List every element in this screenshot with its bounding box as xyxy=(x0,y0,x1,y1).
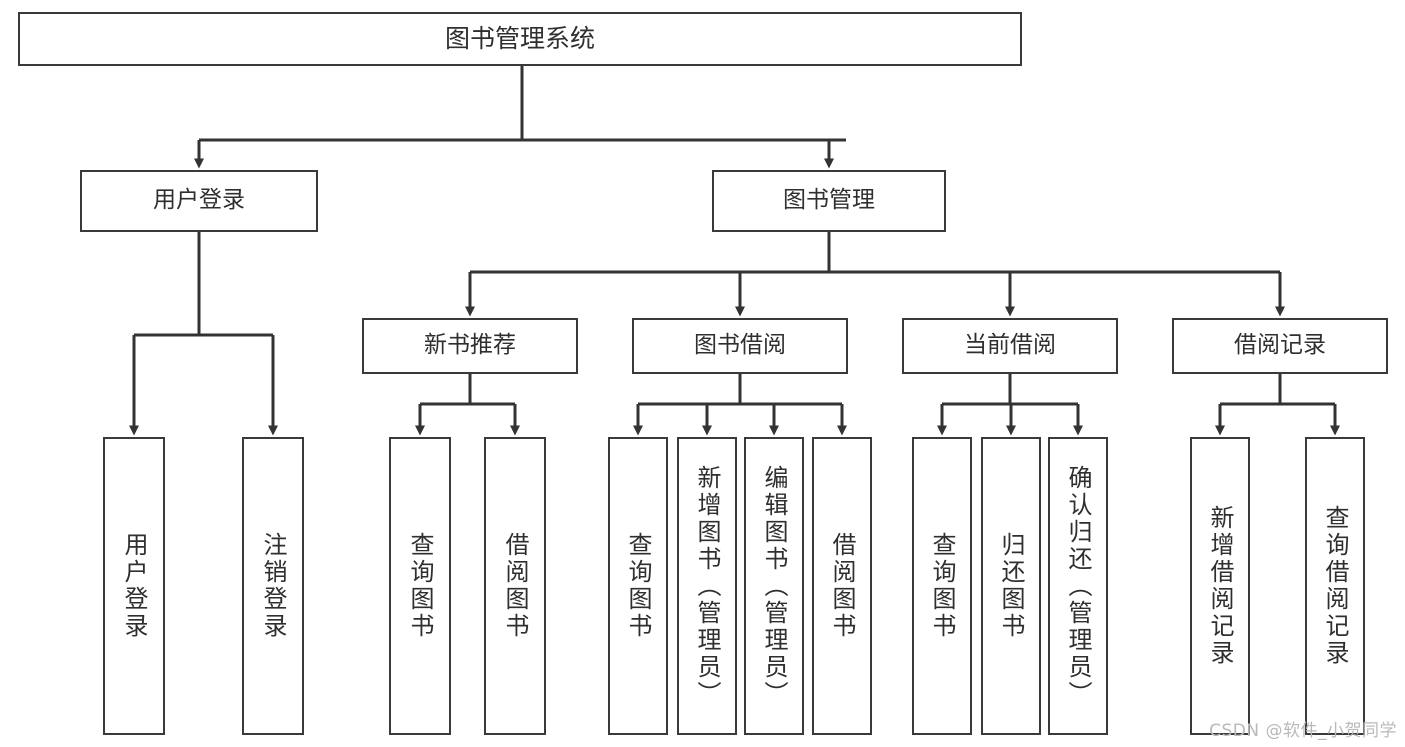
node-current-borrow-label: 当前借阅 xyxy=(964,332,1056,359)
node-user-login[interactable]: 用户登录 xyxy=(80,170,318,232)
node-leaf-user-login-label: 用户登录 xyxy=(120,532,148,640)
node-leaf-query-borrow-record[interactable]: 查询借阅记录 xyxy=(1305,437,1365,735)
node-borrow-record-label: 借阅记录 xyxy=(1234,332,1326,359)
node-book-manage[interactable]: 图书管理 xyxy=(712,170,946,232)
edge-current-borrow-to-leaves xyxy=(937,374,1083,436)
node-leaf-borrow-book-2[interactable]: 借阅图书 xyxy=(812,437,872,735)
node-current-borrow[interactable]: 当前借阅 xyxy=(902,318,1118,374)
node-leaf-user-login[interactable]: 用户登录 xyxy=(103,437,165,735)
node-book-borrow[interactable]: 图书借阅 xyxy=(632,318,848,374)
edge-new-book-recommend-to-leaves xyxy=(415,374,520,436)
edge-root-to-level2 xyxy=(194,66,846,169)
edge-user-login-to-leaves xyxy=(129,232,278,436)
node-leaf-edit-book-admin[interactable]: 编辑图书（管理员） xyxy=(744,437,804,735)
node-user-login-label: 用户登录 xyxy=(153,187,245,214)
node-leaf-add-book-admin-label: 新增图书（管理员） xyxy=(693,464,721,708)
node-leaf-confirm-return-admin[interactable]: 确认归还（管理员） xyxy=(1048,437,1108,735)
node-leaf-return-book[interactable]: 归还图书 xyxy=(981,437,1041,735)
node-leaf-logout[interactable]: 注销登录 xyxy=(242,437,304,735)
node-new-book-recommend[interactable]: 新书推荐 xyxy=(362,318,578,374)
node-root[interactable]: 图书管理系统 xyxy=(18,12,1022,66)
node-leaf-query-book-1-label: 查询图书 xyxy=(406,532,434,640)
node-leaf-add-borrow-record[interactable]: 新增借阅记录 xyxy=(1190,437,1250,735)
edge-borrow-record-to-leaves xyxy=(1215,374,1340,436)
watermark: CSDN @软件_小贺同学 xyxy=(1209,721,1397,741)
node-leaf-confirm-return-admin-label: 确认归还（管理员） xyxy=(1064,464,1092,708)
node-leaf-query-book-3[interactable]: 查询图书 xyxy=(912,437,972,735)
node-leaf-logout-label: 注销登录 xyxy=(259,532,287,640)
edge-book-borrow-to-leaves xyxy=(633,374,847,436)
node-leaf-query-book-3-label: 查询图书 xyxy=(928,532,956,640)
node-book-borrow-label: 图书借阅 xyxy=(694,332,786,359)
node-root-label: 图书管理系统 xyxy=(444,24,595,54)
node-leaf-query-book-2-label: 查询图书 xyxy=(624,532,652,640)
node-leaf-query-book-2[interactable]: 查询图书 xyxy=(608,437,668,735)
node-book-manage-label: 图书管理 xyxy=(783,187,875,214)
node-leaf-edit-book-admin-label: 编辑图书（管理员） xyxy=(760,464,788,708)
node-leaf-query-book-1[interactable]: 查询图书 xyxy=(389,437,451,735)
node-leaf-borrow-book-2-label: 借阅图书 xyxy=(828,532,856,640)
node-leaf-query-borrow-record-label: 查询借阅记录 xyxy=(1321,505,1349,667)
node-leaf-return-book-label: 归还图书 xyxy=(997,532,1025,640)
edge-book-manage-to-level3 xyxy=(465,232,1285,317)
node-new-book-recommend-label: 新书推荐 xyxy=(424,332,516,359)
node-leaf-add-book-admin[interactable]: 新增图书（管理员） xyxy=(677,437,737,735)
node-leaf-borrow-book-1[interactable]: 借阅图书 xyxy=(484,437,546,735)
node-leaf-add-borrow-record-label: 新增借阅记录 xyxy=(1206,505,1234,667)
node-leaf-borrow-book-1-label: 借阅图书 xyxy=(501,532,529,640)
node-borrow-record[interactable]: 借阅记录 xyxy=(1172,318,1388,374)
